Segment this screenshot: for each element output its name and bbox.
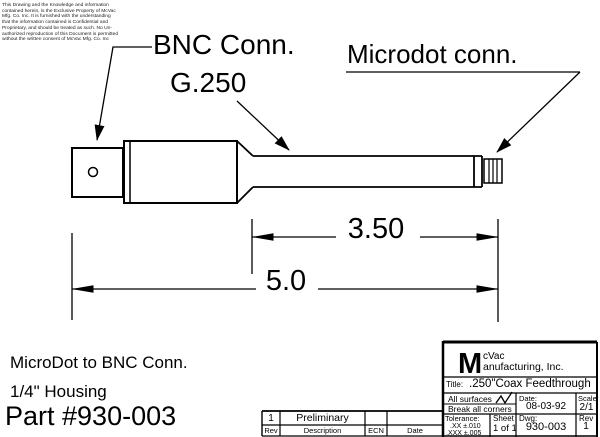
rev-header-description: Description (303, 426, 342, 435)
revision-table-grid (261, 410, 443, 437)
microdot-leader-line (496, 71, 581, 153)
corners-note: Break all corners (448, 404, 512, 414)
tolerance-label: Tolerance: (445, 414, 480, 423)
shaft-section (253, 155, 483, 188)
dwg-number: 930-003 (525, 421, 567, 433)
disclaimer-line: authorized reproduction of this Document… (2, 31, 119, 37)
g250-leader-line (236, 100, 290, 151)
connector-outline (71, 140, 503, 204)
dimension-lines (71, 219, 499, 322)
rev-value: 1 (583, 421, 589, 432)
disclaimer-line: This Drawing and the Knowledge and infor… (2, 3, 109, 8)
dim-5-0-value: 5.0 (265, 265, 307, 297)
bnc-pin-hole (87, 166, 99, 178)
company-name-line1: cVac (483, 351, 505, 362)
microdot-label: Microdot conn. (347, 39, 518, 69)
rev-row-number: 1 (268, 413, 274, 424)
taper-section (236, 140, 254, 204)
housing-body (123, 140, 238, 204)
date-label: Date: (519, 394, 537, 403)
part-description-line1: MicroDot to BNC Conn. (10, 353, 188, 372)
title-label: Title: (446, 380, 464, 389)
microdot-threads (488, 159, 498, 183)
company-name-line2: anufacturing, Inc. (483, 361, 564, 373)
dwg-label: Dwg: (519, 414, 538, 423)
scale-value: 2/1 (579, 402, 594, 413)
bnc-label: BNC Conn. (153, 29, 295, 60)
disclaimer-line: Proprietary, and should be treated as su… (2, 25, 113, 31)
part-number: Part #930-003 (5, 401, 177, 431)
dim-3-50-value: 3.50 (347, 213, 405, 245)
drawing-title: .250"Coax Feedthrough (469, 378, 591, 390)
disclaimer-line: Mfg. Co. Inc. It is furnished with the u… (2, 14, 111, 20)
surface-finish-icon (495, 391, 513, 405)
title-block-grid (441, 340, 598, 437)
company-logo-m: M (458, 348, 483, 380)
disclaimer: This Drawing and the Knowledge and infor… (2, 3, 118, 43)
rev-row-description: Preliminary (296, 412, 349, 424)
rev-header-date: Date (407, 426, 423, 435)
part-description-line2: 1/4" Housing (10, 382, 107, 401)
rev-header-rev: Rev (264, 426, 278, 435)
tolerance-xxx: .XXX ±.005 (446, 429, 482, 437)
disclaimer-line: contained herein, is the Exclusive Prope… (2, 8, 116, 14)
disclaimer-line: that the information contained is Confid… (2, 20, 109, 26)
rev-header-ecn: ECN (368, 426, 384, 435)
sheet-label: Sheet (493, 414, 514, 423)
rev-label: Rev (579, 414, 594, 423)
sheet-value: 1 of 1 (493, 423, 517, 434)
disclaimer-line: without the written consent of McVac Mfg… (2, 37, 110, 43)
scale-label: Scale: (578, 394, 599, 403)
surfaces-note: All surfaces (448, 394, 492, 404)
date-value: 08-03-92 (525, 401, 567, 412)
tolerance-xx: .XX ±.010 (450, 423, 481, 430)
leader-lines (94, 46, 581, 153)
bnc-size-label: G.250 (170, 67, 247, 98)
bnc-leader-line (94, 46, 152, 141)
